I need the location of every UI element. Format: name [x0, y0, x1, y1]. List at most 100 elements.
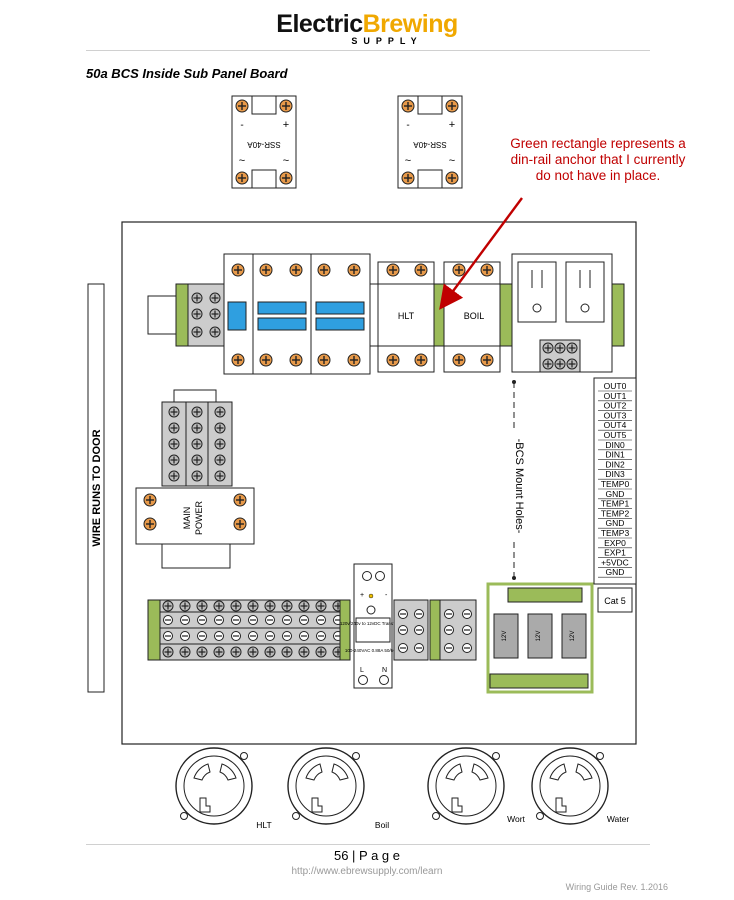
terminal-screw	[230, 630, 242, 642]
terminal-screw	[179, 614, 191, 626]
terminal-screw	[298, 600, 310, 612]
ssr-boil: - + ~ ~ SSR-40A	[397, 95, 463, 189]
callout-line-2: din-rail anchor that I currently	[510, 152, 686, 167]
terminal-screw	[196, 614, 208, 626]
mount-holes-label: -BCS Mount Holes-	[513, 439, 525, 534]
mount-hole-bottom	[512, 576, 516, 580]
ssr1-plus: +	[283, 119, 289, 131]
terminal-screw	[281, 646, 293, 658]
din-anchor-1	[175, 283, 189, 347]
terminal-screw	[196, 646, 208, 658]
brand-logo: ElectricBrewing	[0, 10, 734, 38]
bcs-pin-label: GND	[606, 567, 625, 577]
terminal-screw	[196, 600, 208, 612]
bcs-pin-label: TEMP2	[601, 508, 630, 518]
terminal-screw	[230, 614, 242, 626]
transformer-plus: +	[360, 592, 364, 599]
main-power-terminals	[161, 389, 233, 487]
terminal-screw	[298, 630, 310, 642]
ssr1-minus: -	[240, 120, 243, 131]
bcs-pin-label: GND	[606, 489, 625, 499]
terminal-screw	[213, 630, 225, 642]
outlet-label: Wort	[507, 814, 525, 824]
logo-supply: SUPPLY	[351, 36, 423, 46]
terminal-screw	[264, 614, 276, 626]
ssr2-minus: -	[406, 120, 409, 131]
ssr2-label: SSR-40A	[413, 140, 447, 149]
header-divider	[86, 50, 650, 51]
bcs-pin-label: OUT0	[604, 381, 627, 391]
main-power-label-1: MAIN	[182, 507, 192, 530]
transformer-n: N	[382, 667, 387, 674]
callout-note: Green rectangle represents a din-rail an…	[494, 136, 702, 184]
spacer-1	[369, 283, 379, 347]
transformer-specs: 100-240VAC 0.88A 50/60Hz	[345, 648, 402, 653]
bcs-pin-label: OUT4	[604, 420, 627, 430]
outlet-label: Boil	[375, 820, 389, 830]
logo-brewing: Brewing	[362, 10, 459, 38]
outlet-hlt: HLT	[175, 747, 272, 830]
terminal-block-top-left	[187, 283, 225, 347]
terminal-screw	[162, 646, 174, 658]
bcs-pin-label: DIN1	[605, 450, 625, 460]
terminal-screw	[230, 600, 242, 612]
terminal-screw	[247, 600, 259, 612]
relay-hlt: HLT	[377, 261, 435, 373]
bcs-pin-label: OUT1	[604, 391, 627, 401]
ssr2-tilde-left: ~	[405, 155, 411, 167]
terminal-screw	[162, 614, 174, 626]
rail-end-cap	[147, 295, 177, 335]
din-anchor-3	[611, 283, 625, 347]
cat5-jack: Cat 5	[597, 587, 633, 613]
bcs-pin-label: OUT5	[604, 430, 627, 440]
mount-holes-label-bg	[504, 430, 524, 542]
bcs-pin-label: DIN3	[605, 469, 625, 479]
relay-hlt-label: HLT	[398, 311, 415, 321]
callout-line-3: do not have in place.	[535, 168, 661, 183]
bcs-pin-label: TEMP0	[601, 479, 630, 489]
terminal-screw	[247, 646, 259, 658]
footer-divider	[86, 844, 650, 845]
terminal-screw	[179, 600, 191, 612]
relay-boil-label: BOIL	[464, 311, 485, 321]
relay-3-label: 12V	[570, 631, 576, 642]
bcs-pin-label: +5VDC	[601, 557, 629, 567]
din-anchor-missing	[433, 283, 445, 347]
din-anchor-2	[499, 283, 513, 347]
bcs-pin-label: OUT2	[604, 401, 627, 411]
cat5-label: Cat 5	[604, 596, 626, 606]
callout-line-1: Green rectangle represents a	[510, 136, 686, 151]
terminal-screw	[213, 646, 225, 658]
outlet-label: Water	[607, 814, 630, 824]
ssr1-tilde-left: ~	[239, 155, 245, 167]
terminal-screw	[315, 630, 327, 642]
breaker-group	[223, 253, 371, 375]
terminal-screw	[179, 630, 191, 642]
ssr2-plus: +	[449, 119, 455, 131]
callout-arrow	[439, 197, 523, 310]
outlet-row: HLT Boil Wort Water	[175, 747, 630, 830]
bcs-pin-label: EXP1	[604, 548, 626, 558]
bcs-pin-label: OUT3	[604, 410, 627, 420]
terminal-screw	[315, 600, 327, 612]
transformer-l: L	[360, 667, 364, 674]
footer-url: http://www.ebrewsupply.com/learn	[291, 866, 443, 877]
diagram-heading: 50a BCS Inside Sub Panel Board	[86, 66, 288, 81]
terminal-screw	[230, 646, 242, 658]
relay-1-label: 12V	[502, 631, 508, 642]
terminal-screw	[196, 630, 208, 642]
ssr1-tilde-right: ~	[283, 155, 289, 167]
bcs-pin-label: DIN2	[605, 459, 625, 469]
ssr2-tilde-right: ~	[449, 155, 455, 167]
relay-boil: BOIL	[443, 261, 501, 373]
transformer: + - 120v/240v to 12vDC Transformer 100-2…	[340, 563, 407, 689]
terminal-screw	[315, 646, 327, 658]
terminal-screw	[162, 600, 174, 612]
terminal-screw	[281, 614, 293, 626]
din-anchor-5	[339, 599, 351, 661]
bcs-pin-label: DIN0	[605, 440, 625, 450]
ssr1-label: SSR-40A	[247, 140, 281, 149]
terminal-screw	[213, 614, 225, 626]
mount-hole-top	[512, 380, 516, 384]
